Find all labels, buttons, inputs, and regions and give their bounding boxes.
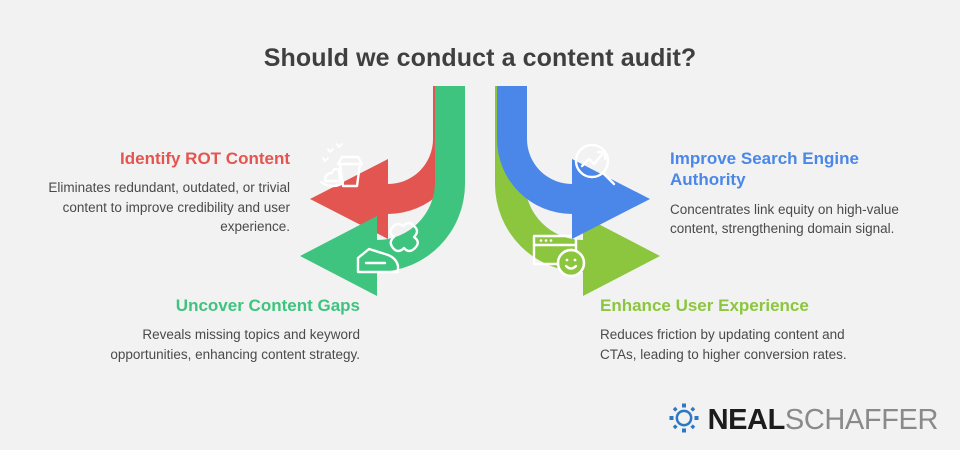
curved-arrow-left-red bbox=[310, 86, 463, 239]
block-heading: Enhance User Experience bbox=[600, 296, 809, 315]
curved-arrow-right-blue bbox=[497, 86, 650, 239]
puzzle-piece-icon bbox=[356, 221, 419, 274]
block-body: Reduces friction by updating content and… bbox=[600, 327, 847, 362]
block-uncover-content-gaps: Uncover Content Gaps Reveals missing top… bbox=[100, 295, 360, 364]
block-heading: Uncover Content Gaps bbox=[175, 296, 360, 315]
arrow-diagram bbox=[280, 86, 680, 301]
page-title: Should we conduct a content audit? bbox=[263, 44, 697, 72]
block-body: Reveals missing topics and keyword oppor… bbox=[110, 327, 360, 362]
logo-wordmark: NEALSCHAFFER bbox=[707, 404, 939, 436]
block-body: Eliminates redundant, outdated, or trivi… bbox=[48, 180, 290, 235]
logo-word-secondary: SCHAFFER bbox=[784, 404, 938, 436]
logo-word-primary: NEAL bbox=[707, 404, 786, 436]
dotted-circle-icon bbox=[669, 403, 699, 438]
search-trend-icon bbox=[574, 143, 616, 186]
browser-smiley-icon bbox=[532, 234, 586, 278]
block-body: Concentrates link equity on high-value c… bbox=[670, 201, 899, 237]
brand-logo: NEALSCHAFFER bbox=[669, 403, 938, 438]
block-heading: Improve Search Engine Authority bbox=[670, 149, 859, 190]
block-improve-search-engine-authority: Improve Search Engine Authority Concentr… bbox=[670, 148, 925, 239]
block-enhance-user-experience: Enhance User Experience Reduces friction… bbox=[600, 295, 865, 364]
trash-bin-icon bbox=[319, 143, 364, 188]
block-identify-rot-content: Identify ROT Content Eliminates redundan… bbox=[30, 148, 290, 237]
block-heading: Identify ROT Content bbox=[120, 149, 290, 168]
curved-arrow-down-left-teal bbox=[300, 86, 465, 296]
curved-arrow-down-right-olive bbox=[495, 86, 660, 296]
